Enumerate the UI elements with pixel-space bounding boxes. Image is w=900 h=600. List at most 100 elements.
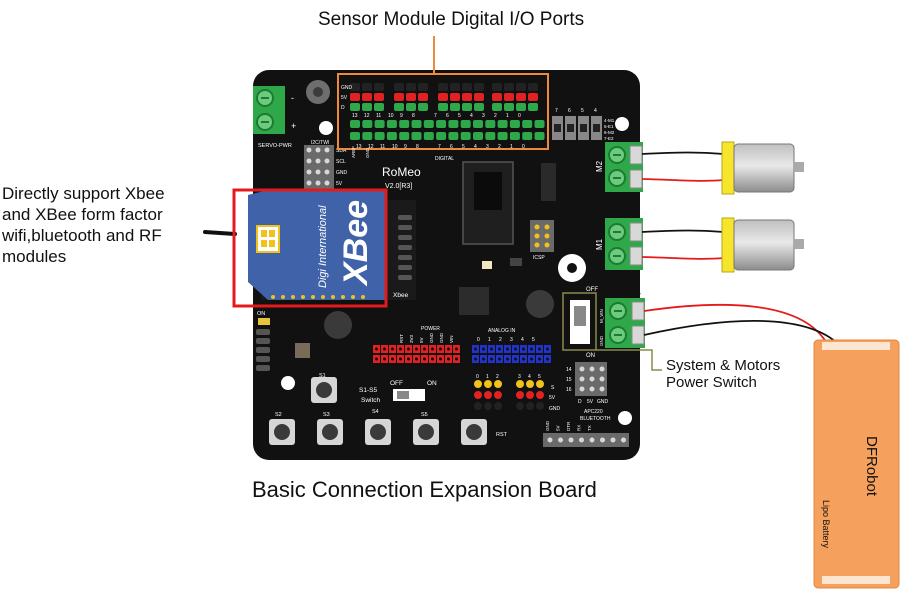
pad	[256, 365, 270, 371]
i2c-pin	[306, 147, 312, 153]
power-pin-hole	[383, 357, 386, 361]
uart-pin	[621, 437, 626, 443]
svg-text:S1-S5: S1-S5	[359, 387, 377, 394]
board-caption: Basic Connection Expansion Board	[252, 477, 597, 502]
svg-text:SDA: SDA	[336, 148, 347, 154]
uart-pin	[547, 437, 553, 443]
io-pin	[494, 402, 502, 410]
bt-pin	[579, 386, 585, 392]
power-pin-hole	[407, 357, 410, 361]
xbee-socket-pin	[398, 235, 412, 240]
xbee-socket-pin	[398, 275, 412, 280]
pad	[256, 347, 270, 353]
pad	[256, 338, 270, 344]
digital-pin	[406, 93, 416, 101]
svg-text:+: +	[291, 121, 296, 131]
digital-pin	[438, 103, 448, 111]
digital-pin	[522, 120, 533, 128]
svg-text:OFF: OFF	[390, 380, 403, 387]
io-pin	[536, 380, 544, 388]
push-button-cap	[466, 424, 482, 440]
svg-text:16: 16	[566, 387, 572, 393]
bt-pin	[599, 366, 605, 372]
push-button-label: S3	[323, 412, 330, 418]
digital-pin	[497, 120, 508, 128]
i2c-label: I2C/TWI	[311, 140, 329, 146]
bt-pin	[579, 376, 585, 382]
svg-text:GND: GND	[549, 406, 561, 412]
svg-text:5V: 5V	[341, 95, 348, 101]
push-button-cap	[274, 424, 290, 440]
svg-text:7-E2: 7-E2	[604, 136, 614, 141]
pin-number: 2	[498, 144, 501, 150]
svg-text:5V: 5V	[587, 399, 594, 405]
smd-part	[510, 258, 522, 266]
buzzer	[306, 80, 330, 104]
digital-pin	[528, 93, 538, 101]
mount-hole	[319, 121, 333, 135]
pin-number: 3	[486, 144, 489, 150]
m1-terminal: M1	[595, 218, 643, 270]
analog-pin-hole	[474, 357, 477, 361]
digital-pin	[362, 120, 373, 128]
io-pin	[474, 380, 482, 388]
digital-pin	[374, 93, 384, 101]
xbee-pin	[281, 295, 285, 299]
resistor-block	[295, 343, 310, 358]
pin-number: 13	[352, 113, 358, 119]
analog-pin-hole	[498, 347, 501, 351]
digital-pin	[485, 120, 496, 128]
uart-pin-label: DTR	[566, 421, 571, 431]
battery-brand: DFRobot	[863, 436, 880, 497]
svg-text:GND: GND	[336, 170, 348, 176]
svg-text:-: -	[637, 348, 640, 358]
uart-pin-label: TX	[587, 425, 592, 431]
digital-pin	[374, 103, 384, 111]
pin-number: 10	[388, 113, 394, 119]
xbee-support-line: modules	[2, 247, 67, 266]
sensor-ports-callout: Sensor Module Digital I/O Ports	[318, 9, 585, 30]
push-button-cap	[322, 424, 338, 440]
pin-number: 8	[416, 144, 419, 150]
digital-pin	[386, 132, 397, 140]
power-pin-hole	[431, 357, 434, 361]
io-pin	[536, 391, 544, 399]
m2-terminal: M2	[595, 142, 643, 192]
io-pin	[484, 402, 492, 410]
digital-pin	[534, 120, 545, 128]
analog-pin-hole	[506, 347, 509, 351]
digital-pin	[528, 83, 538, 91]
digital-pin	[492, 93, 502, 101]
pin-number: 2	[494, 113, 497, 119]
digital-pin	[362, 132, 373, 140]
digital-pin	[362, 103, 372, 111]
svg-text:4-M1: 4-M1	[604, 118, 615, 123]
xbee-pin	[311, 295, 315, 299]
power-pin-hole	[399, 347, 402, 351]
svg-text:ON: ON	[427, 380, 437, 387]
dc-motor-m2	[721, 141, 804, 195]
xbee-support-line: and XBee form factor	[2, 205, 163, 224]
servo-pwr-label: SERVO-PWR	[258, 143, 292, 149]
bt-pin	[589, 366, 595, 372]
pad	[256, 356, 270, 362]
io-pin	[516, 402, 524, 410]
i2c-pin	[306, 180, 312, 186]
xbee-logo: XBee	[337, 200, 375, 287]
svg-text:SCL: SCL	[336, 159, 346, 165]
io-pin-number: 3	[518, 374, 521, 380]
digital-pin	[394, 103, 404, 111]
motor-jumper-cap	[593, 124, 600, 132]
xbee-highlight-box	[232, 188, 388, 308]
digital-pin	[418, 103, 428, 111]
power-pin-label: VIN	[449, 335, 454, 343]
svg-text:AREF: AREF	[351, 146, 356, 158]
motor-driver-chip	[459, 287, 489, 315]
analog-pin-hole	[522, 357, 525, 361]
power-switch-pointer	[596, 349, 662, 371]
digital-pin	[399, 120, 410, 128]
io-pin-number: 2	[496, 374, 499, 380]
digital-io-highlight-box	[337, 73, 549, 150]
